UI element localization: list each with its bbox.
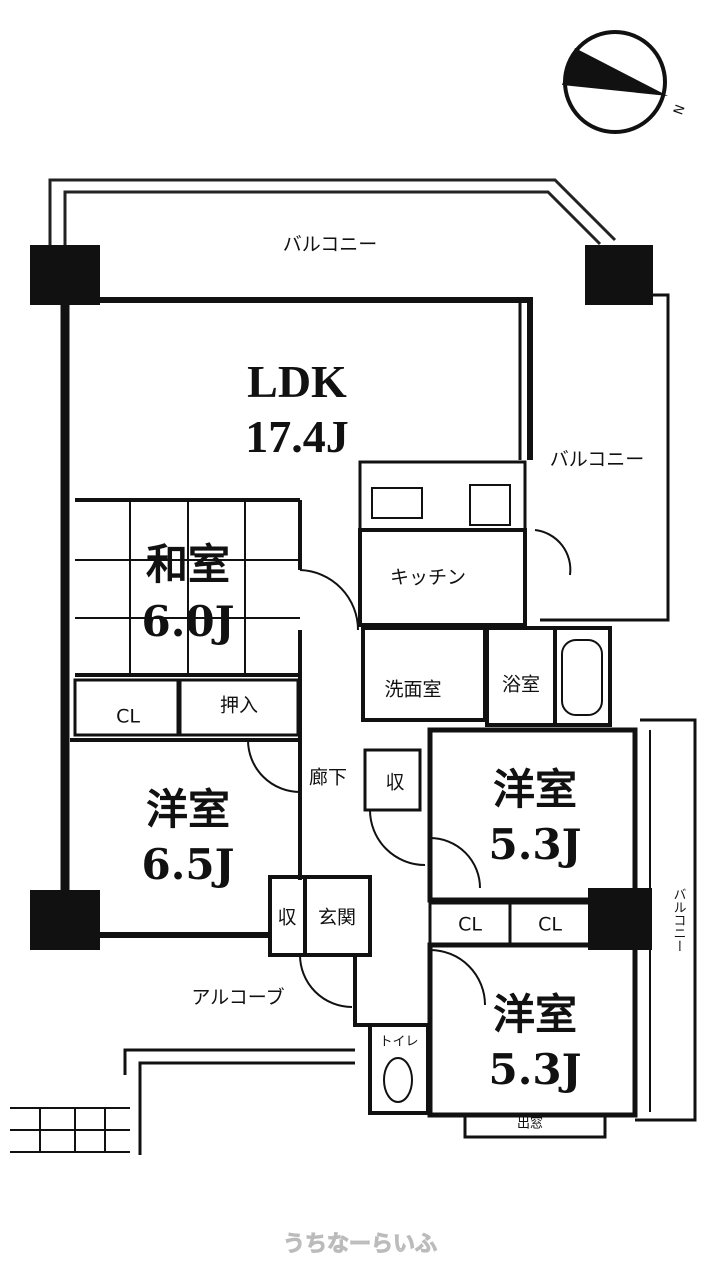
- bay-window-label: 出窓: [516, 1116, 544, 1132]
- genkan-label: 玄関: [317, 906, 357, 929]
- yoshitsu-b-label: 洋室: [492, 765, 578, 814]
- balcony-right-label: バルコニー: [549, 448, 645, 471]
- ldk-size: 17.4J: [245, 411, 349, 462]
- balcony-lower-right-label: バルコニー: [670, 887, 686, 953]
- entrance-storage-label: 収: [277, 906, 297, 929]
- yoshitsu-a-size: 6.5J: [141, 840, 235, 889]
- balcony-top-outline: [48, 178, 617, 246]
- toilet-label: トイレ: [379, 1034, 419, 1050]
- oshiire-label: 押入: [219, 694, 259, 717]
- kitchen-label: キッチン: [389, 566, 467, 589]
- washitsu-label: 和室: [145, 540, 231, 589]
- hallway-label: 廊下: [308, 766, 348, 789]
- washitsu-size: 6.0J: [141, 597, 235, 646]
- closet-b-label: CL: [458, 913, 482, 936]
- yoshitsu-b-size: 5.3J: [488, 820, 582, 869]
- bathroom-label: 浴室: [501, 673, 541, 696]
- storage-label: 収: [385, 771, 405, 794]
- compass-icon: [562, 30, 668, 134]
- yoshitsu-a-label: 洋室: [145, 785, 231, 834]
- ldk-label: LDK: [247, 356, 347, 407]
- walls: [10, 293, 697, 1155]
- closet-label: CL: [116, 705, 140, 728]
- watermark: うちなーらいふ: [282, 1232, 438, 1257]
- washroom-label: 洗面室: [384, 678, 442, 701]
- balcony-top-label: バルコニー: [282, 233, 378, 256]
- yoshitsu-c-size: 5.3J: [488, 1045, 582, 1094]
- alcove-label: アルコーブ: [191, 986, 285, 1009]
- closet-c-label: CL: [538, 913, 562, 936]
- yoshitsu-c-label: 洋室: [492, 990, 578, 1039]
